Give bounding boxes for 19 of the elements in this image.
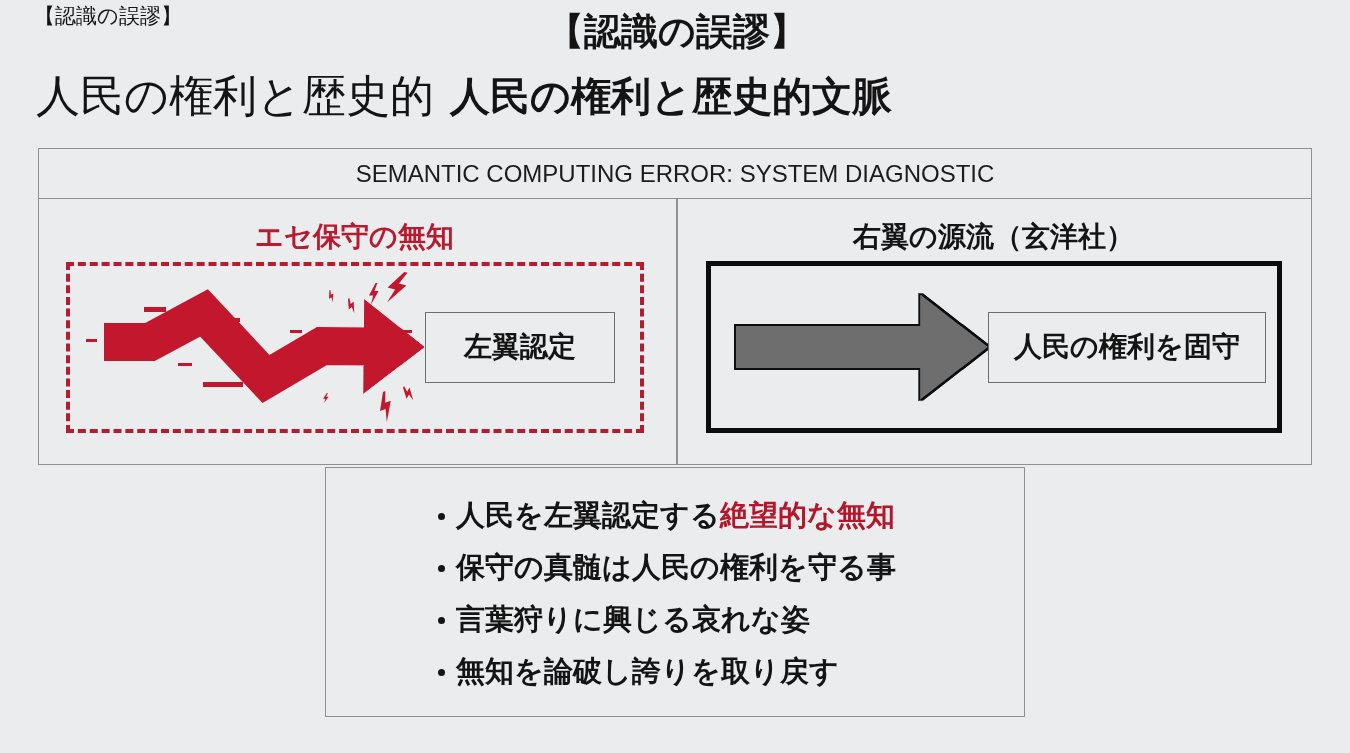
bullet-panel [325,467,1025,717]
title: 人民の権利と歴史的文脈 [450,72,892,120]
panel-heading: エセ保守の無知 [255,219,454,254]
bullet-text: 無知を論破し誇りを取り戻す [456,653,839,690]
bullet-text: 保守の真髄は人民の権利を守る事 [456,549,896,586]
panel-heading: 右翼の源流（玄洋社） [853,219,1134,254]
arrow [104,289,425,404]
box-label: 左翼認定 [463,329,576,365]
panel-header: SEMANTIC COMPUTING ERROR: SYSTEM DIAGNOSTIC [39,149,1311,199]
label-box [424,311,615,383]
subtitle-text: 【認識の誤謬】 [34,4,182,30]
bullet-text: 人民を左翼認定する絶望的な無知 [456,497,895,534]
box-label: 人民の権利を固守 [1013,329,1240,365]
subtitle-text: 【認識の誤謬】 [547,10,807,55]
label-box [987,311,1266,383]
diagnostic-panel [38,148,1312,465]
heading-text: 人民の権利と歴史的 [36,70,434,123]
arrow [736,294,988,400]
bullet-text: 言葉狩りに興じる哀れな姿 [456,601,810,638]
